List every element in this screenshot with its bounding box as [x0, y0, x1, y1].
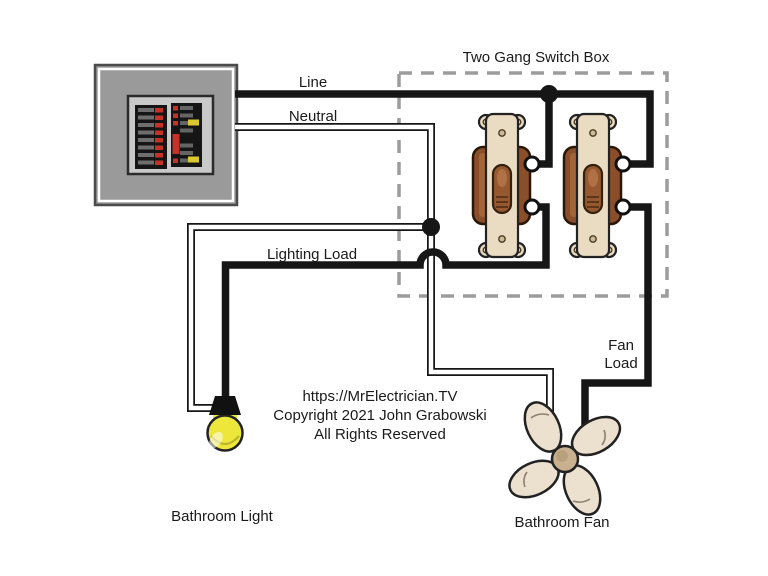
light-switch	[471, 112, 541, 259]
watermark-url: https://MrElectrician.TV	[302, 388, 457, 405]
neutral-junction-dot	[422, 218, 440, 236]
watermark: https://MrElectrician.TV Copyright 2021 …	[273, 388, 486, 443]
breaker-rows	[138, 106, 199, 165]
watermark-rights: All Rights Reserved	[314, 426, 446, 443]
electrical-panel	[93, 63, 239, 207]
bulb-socket	[209, 396, 241, 415]
bathroom-light	[206, 396, 244, 452]
bulb-highlight	[209, 431, 223, 449]
fan-load-label-line2: Load	[604, 355, 637, 372]
neutral-label: Neutral	[289, 108, 337, 125]
fan-load-wire	[581, 203, 652, 428]
fan-blade-detail	[523, 413, 606, 503]
fan-hub-shade	[556, 450, 568, 462]
line-wire	[235, 85, 654, 168]
watermark-copyright: Copyright 2021 John Grabowski	[273, 407, 486, 424]
fan-load-label-line1: Fan	[608, 337, 634, 354]
line-junction-dot	[540, 85, 558, 103]
panel-inner-edge	[97, 67, 235, 203]
lighting-load-label: Lighting Load	[267, 246, 357, 263]
switch-box-title: Two Gang Switch Box	[463, 49, 610, 66]
bathroom-light-label: Bathroom Light	[171, 508, 274, 525]
line-label: Line	[299, 74, 327, 91]
switch-box-outline	[397, 71, 669, 298]
fan-switch	[562, 112, 632, 259]
bathroom-fan	[508, 401, 622, 516]
lighting-load-wire	[221, 203, 550, 403]
breaker-column-left	[135, 105, 167, 169]
neutral-wire	[187, 123, 554, 418]
bathroom-fan-label: Bathroom Fan	[514, 514, 609, 531]
